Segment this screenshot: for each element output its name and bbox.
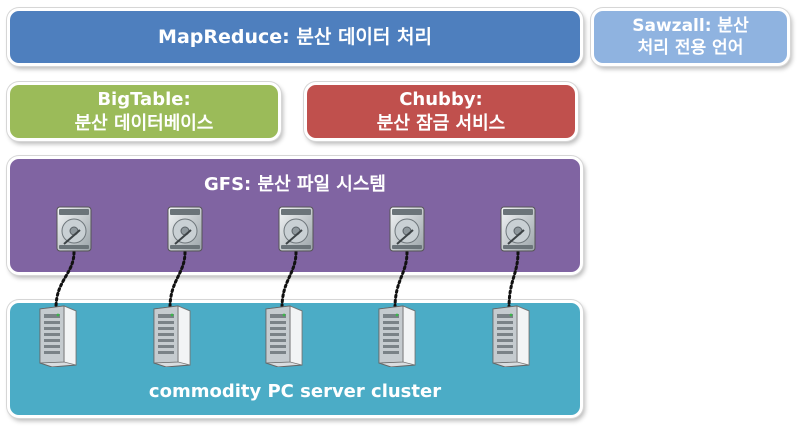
mapreduce-label: MapReduce: 분산 데이터 처리 bbox=[158, 25, 432, 48]
bigtable-block: BigTable: 분산 데이터베이스 bbox=[7, 82, 281, 141]
chubby-block: Chubby: 분산 잠금 서비스 bbox=[304, 82, 578, 141]
gfs-label: GFS: 분산 파일 시스템 bbox=[204, 174, 386, 195]
bigtable-label-line2: 분산 데이터베이스 bbox=[74, 112, 214, 134]
cluster-label: commodity PC server cluster bbox=[148, 380, 442, 402]
hard-drive-icon bbox=[56, 206, 92, 252]
sawzall-block: Sawzall: 분산 처리 전용 언어 bbox=[591, 8, 790, 66]
server-tower-icon bbox=[150, 305, 192, 368]
chubby-label-line1: Chubby: bbox=[399, 89, 483, 111]
mapreduce-block: MapReduce: 분산 데이터 처리 bbox=[7, 8, 583, 66]
dotted-link bbox=[54, 250, 76, 310]
hard-drive-icon bbox=[278, 206, 314, 252]
sawzall-label-line1: Sawzall: 분산 bbox=[632, 15, 749, 36]
dotted-link bbox=[168, 250, 187, 310]
dotted-link bbox=[507, 250, 520, 310]
server-tower-icon bbox=[489, 305, 531, 368]
server-tower-icon bbox=[262, 305, 304, 368]
chubby-label-line2: 분산 잠금 서비스 bbox=[376, 112, 506, 134]
sawzall-label-line2: 처리 전용 언어 bbox=[637, 38, 744, 58]
hard-drive-icon bbox=[389, 206, 425, 252]
server-tower-icon bbox=[375, 305, 417, 368]
hard-drive-icon bbox=[500, 206, 536, 252]
dotted-link bbox=[393, 250, 409, 310]
server-tower-icon bbox=[36, 305, 78, 368]
dotted-link bbox=[280, 250, 298, 310]
bigtable-label-line1: BigTable: bbox=[97, 89, 191, 111]
hard-drive-icon bbox=[167, 206, 203, 252]
